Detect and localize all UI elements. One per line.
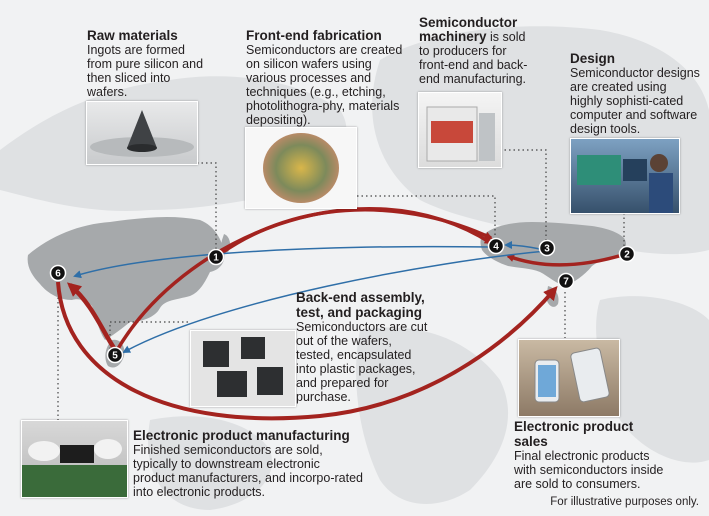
step-5-text: Semiconductors are cut out of the wafers… xyxy=(296,320,428,404)
step-6-title: Electronic product manufacturing xyxy=(133,428,350,443)
step-1-text: Ingots are formed from pure silicon and … xyxy=(87,43,204,99)
machinery-photo xyxy=(418,92,502,168)
svg-text:5: 5 xyxy=(112,351,118,362)
illustrative-footnote: For illustrative purposes only. xyxy=(550,496,699,508)
step-markers: 1 2 3 4 5 6 7 xyxy=(49,237,636,364)
flow-5-to-4 xyxy=(114,207,493,353)
flow-3-to-5 xyxy=(122,250,547,353)
step-2-title: Design xyxy=(570,51,616,66)
svg-text:1: 1 xyxy=(213,253,219,264)
step-1-title: Raw materials xyxy=(87,28,178,43)
step-6-product-manufacturing: Electronic product manufacturing Finishe… xyxy=(133,428,365,499)
step-5-title: Back-end assembly, test, and packaging xyxy=(296,290,425,320)
step-4-title: Front-end fabrication xyxy=(246,28,382,43)
marker-1: 1 xyxy=(207,248,225,266)
marker-4: 4 xyxy=(487,237,505,255)
silicon-ingot-photo xyxy=(86,101,198,165)
step-7-text: Final electronic products with semicondu… xyxy=(514,449,664,491)
product-manufacturing-photo xyxy=(21,420,128,498)
step-7-title: Electronic product sales xyxy=(514,419,634,449)
step-3-machinery: Semiconductor machinery is sold to produ… xyxy=(419,15,537,87)
step-4-text: Semiconductors are created on silicon wa… xyxy=(246,43,403,127)
svg-text:6: 6 xyxy=(55,269,61,280)
design-workstation-photo xyxy=(570,138,680,214)
marker-3: 3 xyxy=(538,239,556,257)
svg-text:4: 4 xyxy=(493,242,499,253)
marker-2: 2 xyxy=(618,245,636,263)
svg-text:3: 3 xyxy=(544,244,550,255)
step-2-text: Semiconductor designs are created using … xyxy=(570,66,700,136)
step-5-back-end: Back-end assembly, test, and packaging S… xyxy=(296,290,428,404)
marker-5: 5 xyxy=(106,346,124,364)
step-3-title: Semiconductor machinery xyxy=(419,15,518,44)
marker-6: 6 xyxy=(49,264,67,282)
marker-7: 7 xyxy=(557,272,575,290)
flow-3-to-4 xyxy=(504,241,541,250)
wafer-photo xyxy=(245,127,357,209)
flow-5-to-6 xyxy=(66,282,116,350)
svg-text:7: 7 xyxy=(563,277,569,288)
flow-2-to-4 xyxy=(506,252,627,267)
smartphones-photo xyxy=(518,339,620,417)
flow-4-to-6 xyxy=(73,245,492,279)
step-7-product-sales: Electronic product sales Final electroni… xyxy=(514,419,664,491)
step-6-text: Finished semiconductors are sold, typica… xyxy=(133,443,363,499)
flow-arrows xyxy=(56,207,627,421)
svg-text:2: 2 xyxy=(624,250,630,261)
flow-6-to-7 xyxy=(56,281,558,421)
step-4-front-end-fabrication: Front-end fabrication Semiconductors are… xyxy=(246,28,404,127)
step-3-text: is sold to producers for front-end and b… xyxy=(419,30,528,86)
packaged-chips-photo xyxy=(190,330,296,407)
step-2-design: Design Semiconductor designs are created… xyxy=(570,51,702,136)
step-1-raw-materials: Raw materials Ingots are formed from pur… xyxy=(87,28,207,99)
